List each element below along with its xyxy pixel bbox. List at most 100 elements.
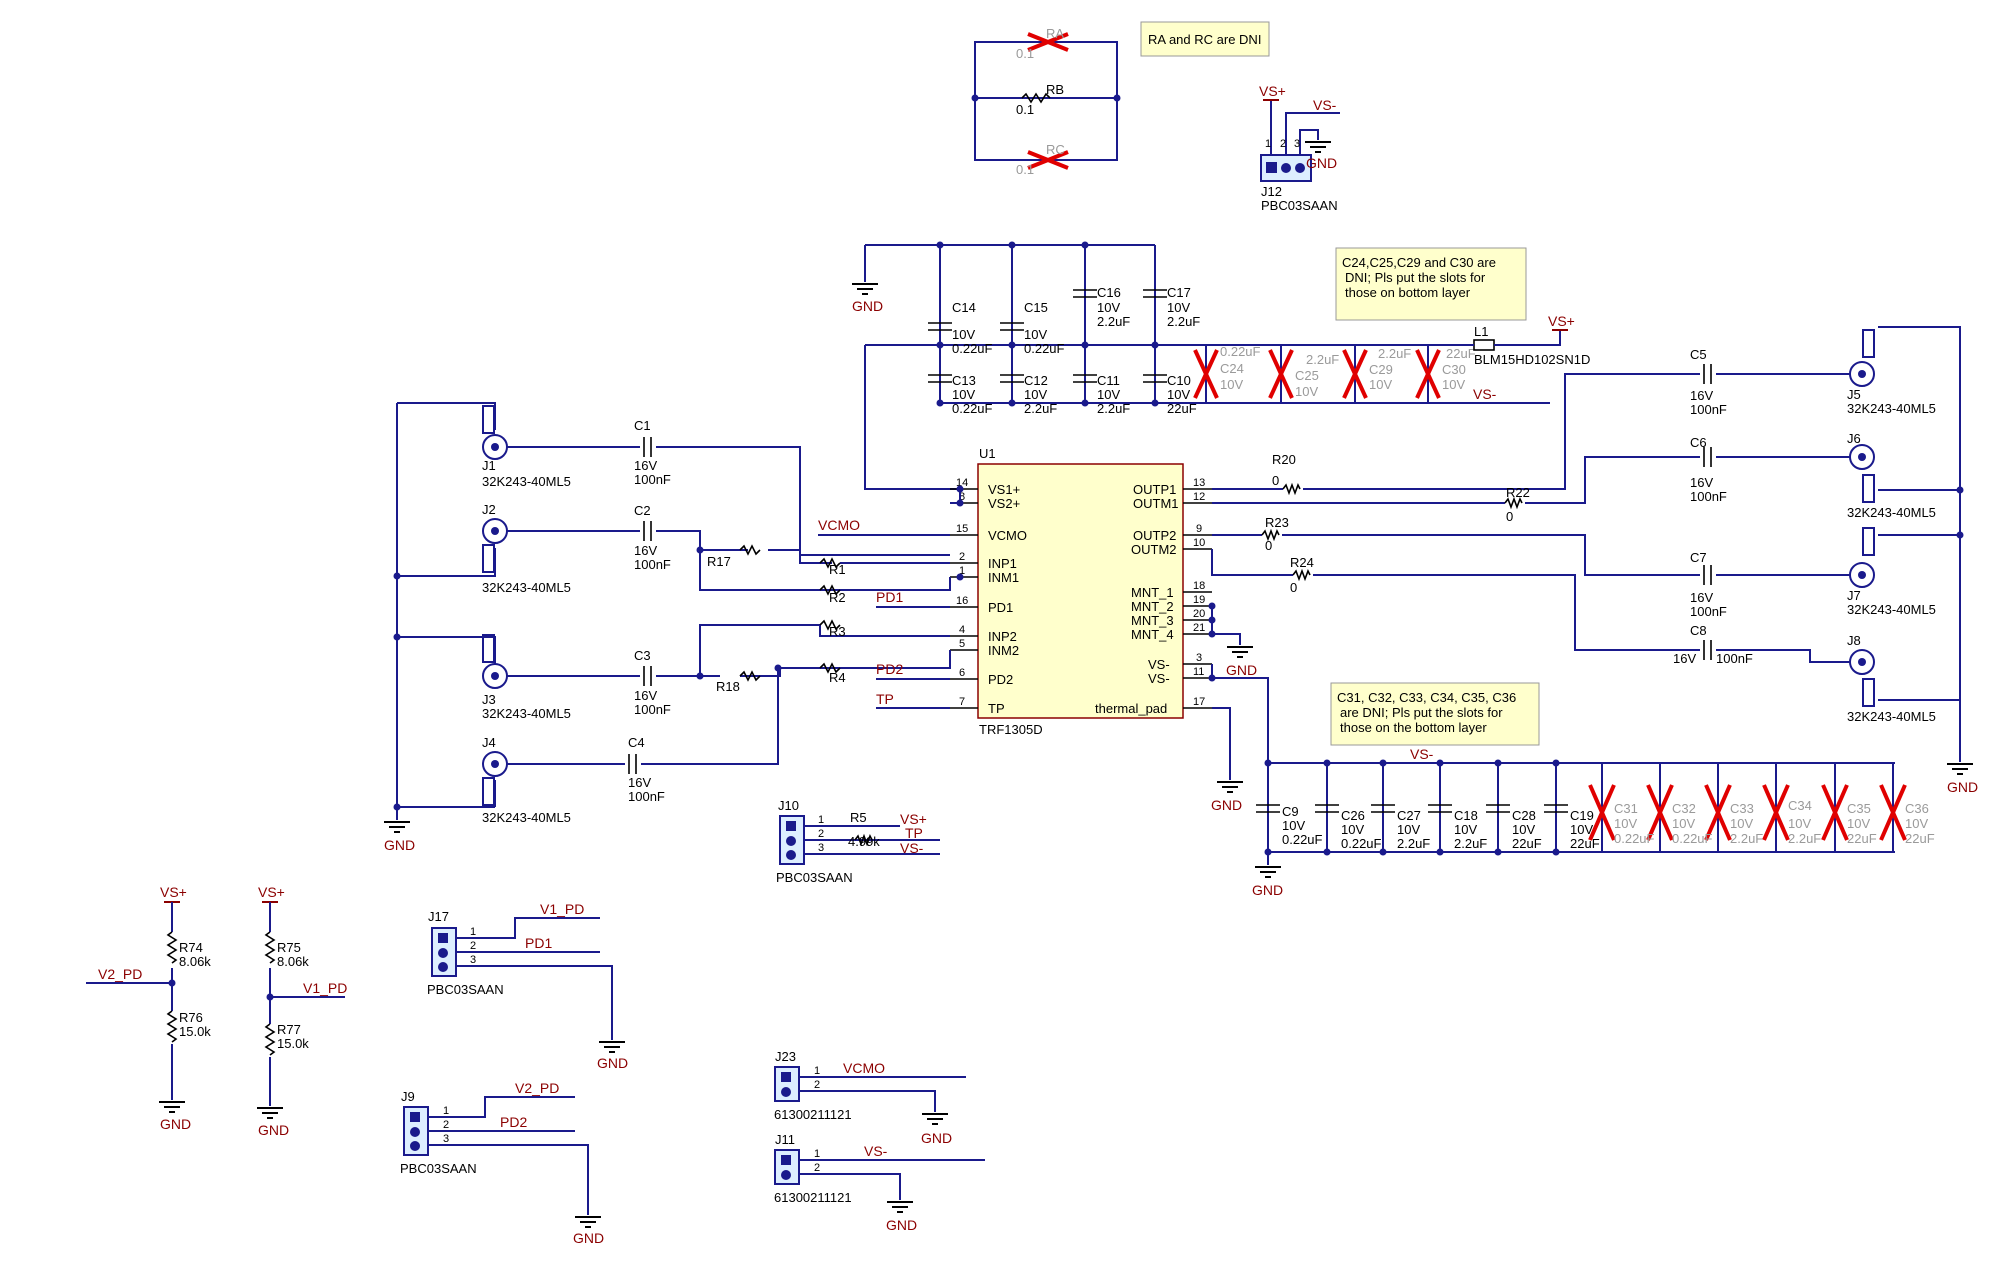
svg-text:OUTP1: OUTP1: [1133, 482, 1176, 497]
ra-value: 0.1: [1016, 46, 1034, 61]
svg-text:J5: J5: [1847, 387, 1861, 402]
svg-text:3: 3: [443, 1133, 449, 1145]
svg-text:3: 3: [1196, 652, 1202, 664]
svg-text:17: 17: [1193, 696, 1205, 708]
svg-text:C9: C9: [1282, 804, 1299, 819]
svg-text:9: 9: [1196, 523, 1202, 535]
u1-part: TRF1305D: [979, 722, 1043, 737]
svg-text:C25: C25: [1295, 368, 1319, 383]
svg-text:100nF: 100nF: [628, 789, 665, 804]
svg-text:C2: C2: [634, 503, 651, 518]
svg-text:C4: C4: [628, 735, 645, 750]
svg-text:4.99k: 4.99k: [848, 834, 880, 849]
svg-text:16: 16: [956, 595, 968, 607]
svg-text:C6: C6: [1690, 435, 1707, 450]
svg-text:21: 21: [1193, 622, 1205, 634]
vs-minus-top: VS-: [1473, 386, 1497, 402]
svg-text:C34: C34: [1788, 798, 1812, 813]
svg-text:GND: GND: [573, 1230, 604, 1246]
svg-text:C14: C14: [952, 300, 976, 315]
svg-text:10V: 10V: [1788, 816, 1811, 831]
vs-minus-net: GND: [1208, 664, 1269, 813]
svg-text:R2: R2: [829, 590, 846, 605]
svg-text:13: 13: [1193, 477, 1205, 489]
svg-text:C17: C17: [1167, 285, 1191, 300]
svg-text:2: 2: [470, 940, 476, 952]
svg-text:10V: 10V: [1454, 822, 1477, 837]
svg-text:61300211121: 61300211121: [774, 1190, 852, 1205]
svg-text:V1_PD: V1_PD: [540, 901, 584, 917]
svg-text:22uF: 22uF: [1167, 401, 1197, 416]
svg-text:2.2uF: 2.2uF: [1378, 346, 1411, 361]
svg-text:10V: 10V: [1024, 327, 1047, 342]
svg-text:J4: J4: [482, 735, 496, 750]
svg-text:16V: 16V: [634, 543, 657, 558]
note-c24: C24,C25,C29 and C30 are DNI; Pls put the…: [1335, 247, 1527, 321]
svg-text:J11: J11: [775, 1132, 795, 1147]
svg-text:C10: C10: [1167, 373, 1191, 388]
svg-text:PD2: PD2: [500, 1114, 527, 1130]
svg-text:J2: J2: [482, 502, 496, 517]
svg-text:2.2uF: 2.2uF: [1097, 314, 1130, 329]
svg-text:2.2uF: 2.2uF: [1397, 836, 1430, 851]
svg-text:C32: C32: [1672, 801, 1696, 816]
svg-text:2.2uF: 2.2uF: [1730, 831, 1763, 846]
svg-text:10V: 10V: [1167, 387, 1190, 402]
svg-text:INP1: INP1: [988, 556, 1017, 571]
svg-text:VCMO: VCMO: [843, 1060, 885, 1076]
svg-text:22uF: 22uF: [1847, 831, 1877, 846]
svg-text:PD1: PD1: [525, 935, 552, 951]
svg-text:100nF: 100nF: [634, 557, 671, 572]
svg-text:2.2uF: 2.2uF: [1167, 314, 1200, 329]
j17-header: GND 123 J17 PBC03SAAN V1_PD PD1: [427, 901, 628, 1071]
svg-text:R20: R20: [1272, 452, 1296, 467]
svg-text:2: 2: [959, 551, 965, 563]
note-ra-rc: RA and RC are DNI: [1140, 21, 1270, 57]
rc-value: 0.1: [1016, 162, 1034, 177]
svg-text:those on the bottom layer: those on the bottom layer: [1340, 720, 1487, 735]
j23-header: GND 12 J23 61300211121 VCMO: [774, 1049, 966, 1146]
svg-text:J23: J23: [775, 1049, 796, 1064]
svg-text:15.0k: 15.0k: [179, 1024, 211, 1039]
svg-text:J10: J10: [778, 798, 799, 813]
svg-text:32K243-40ML5: 32K243-40ML5: [1847, 602, 1936, 617]
svg-text:5: 5: [959, 638, 965, 650]
svg-text:C11: C11: [1097, 373, 1120, 388]
svg-text:C24,C25,C29 and C30 are: C24,C25,C29 and C30 are: [1342, 255, 1496, 270]
svg-text:0: 0: [1272, 473, 1279, 488]
svg-text:TP: TP: [988, 701, 1005, 716]
svg-text:J1: J1: [482, 458, 496, 473]
svg-text:C30: C30: [1442, 362, 1466, 377]
svg-text:INP2: INP2: [988, 629, 1017, 644]
svg-text:32K243-40ML5: 32K243-40ML5: [482, 810, 571, 825]
svg-text:PD1: PD1: [988, 600, 1013, 615]
svg-text:10V: 10V: [1341, 822, 1364, 837]
svg-text:10V: 10V: [1369, 377, 1392, 392]
svg-text:1: 1: [443, 1105, 449, 1117]
j12-ref: J12: [1261, 184, 1282, 199]
svg-text:C27: C27: [1397, 808, 1421, 823]
svg-text:TP: TP: [876, 691, 894, 707]
svg-text:10: 10: [1193, 537, 1205, 549]
svg-text:2: 2: [443, 1119, 449, 1131]
svg-text:OUTM1: OUTM1: [1133, 496, 1179, 511]
svg-text:1: 1: [1265, 138, 1271, 150]
svg-text:VS2+: VS2+: [988, 496, 1020, 511]
svg-text:1: 1: [818, 814, 824, 826]
svg-text:22uF: 22uF: [1446, 346, 1476, 361]
svg-text:R18: R18: [716, 679, 740, 694]
rb-value: 0.1: [1016, 102, 1034, 117]
svg-text:0.22uF: 0.22uF: [1672, 831, 1713, 846]
svg-text:22uF: 22uF: [1905, 831, 1935, 846]
svg-text:10V: 10V: [1512, 822, 1535, 837]
svg-text:VS+: VS+: [900, 811, 927, 827]
svg-text:2.2uF: 2.2uF: [1306, 352, 1339, 367]
svg-text:MNT_3: MNT_3: [1131, 613, 1174, 628]
